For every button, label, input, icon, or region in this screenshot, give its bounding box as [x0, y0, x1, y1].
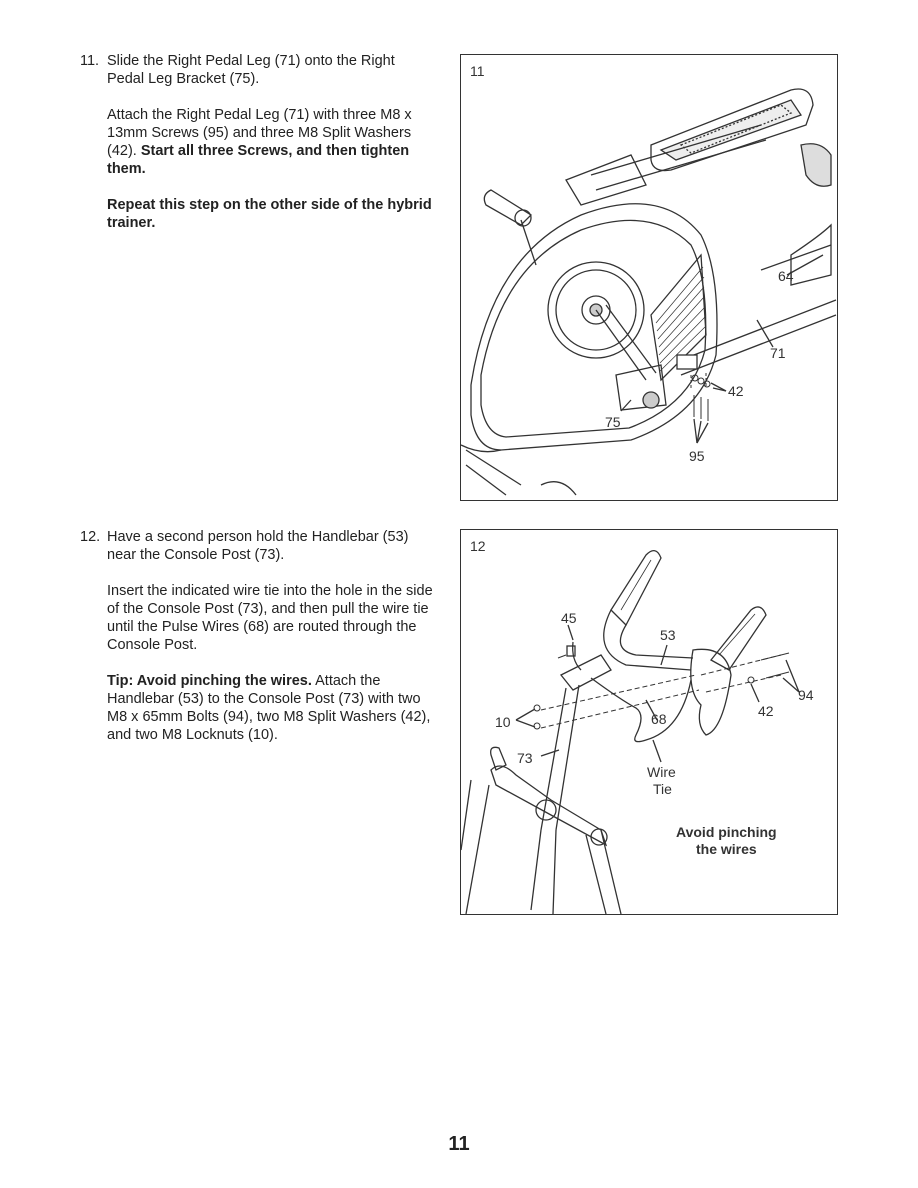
avoid-pinching-note-line1: Avoid pinching: [676, 824, 777, 840]
step-11-attach-text: Attach the Right Pedal Leg (71) with thr…: [107, 107, 412, 159]
callout-75: 75: [605, 414, 621, 430]
wire-tie-label-line2: Tie: [653, 781, 672, 797]
avoid-pinching-note-line2: the wires: [696, 841, 757, 857]
figure-11-label: 11: [470, 63, 485, 79]
callout-42: 42: [728, 383, 744, 399]
step-12-wire-tie-paragraph: Insert the indicated wire tie into the h…: [107, 583, 433, 653]
callout-42: 42: [758, 703, 774, 719]
figure-12-illustration: 45 53 94 42 10 68 73 Wire Tie Avoid pinc…: [461, 550, 814, 914]
callout-71: 71: [770, 345, 786, 361]
step-12: 12. Have a second person hold the Handle…: [80, 528, 435, 762]
step-12-tip-paragraph: Tip: Avoid pinching the wires. Attach th…: [107, 672, 435, 744]
figure-12: 12: [460, 529, 838, 915]
callout-95: 95: [689, 448, 705, 464]
figure-11: 11: [460, 54, 838, 501]
step-11-number: 11.: [80, 53, 100, 69]
callout-45: 45: [561, 610, 577, 626]
step-12-instruction: Have a second person hold the Handlebar …: [107, 529, 409, 563]
figure-11-illustration: 64 71 42 75 95: [461, 88, 837, 496]
step-11-tighten-note: Start all three Screws, and then tighten…: [107, 143, 410, 177]
page-number: 11: [448, 1133, 470, 1155]
step-11-attach-paragraph: Attach the Right Pedal Leg (71) with thr…: [107, 106, 435, 178]
figure-12-label: 12: [470, 538, 486, 554]
step-11-repeat-note: Repeat this step on the other side of th…: [107, 197, 432, 231]
step-12-attach-text: Attach the Handlebar (53) to the Console…: [107, 673, 431, 743]
callout-94: 94: [798, 687, 814, 703]
callout-68: 68: [651, 711, 667, 727]
step-12-tip: Tip: Avoid pinching the wires.: [107, 673, 312, 689]
step-11-instruction: Slide the Right Pedal Leg (71) onto the …: [107, 53, 395, 87]
callout-10: 10: [495, 714, 511, 730]
callout-64: 64: [778, 268, 794, 284]
callout-53: 53: [660, 627, 676, 643]
step-12-number: 12.: [80, 529, 101, 545]
step-11: 11. Slide the Right Pedal Leg (71) onto …: [80, 52, 435, 250]
callout-73: 73: [517, 750, 533, 766]
wire-tie-label-line1: Wire: [647, 764, 676, 780]
